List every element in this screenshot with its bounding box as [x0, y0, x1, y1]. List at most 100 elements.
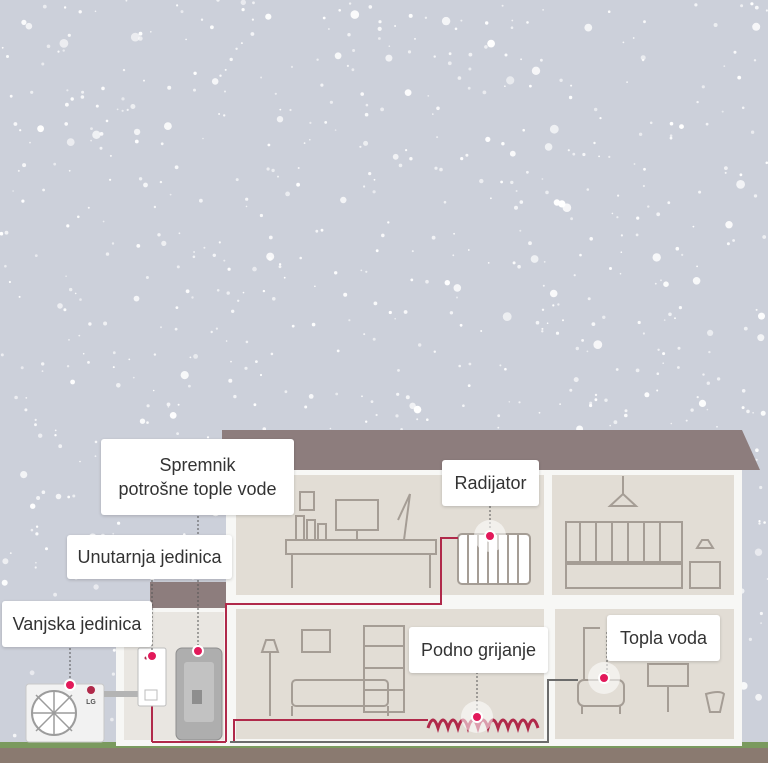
snowflake — [708, 350, 711, 354]
hotspot-indoor[interactable] — [146, 650, 158, 662]
snowflake — [540, 58, 543, 62]
snowflake — [216, 0, 220, 2]
snowflake — [25, 22, 33, 30]
snowflake — [35, 532, 39, 536]
snowflake — [467, 384, 471, 387]
snowflake — [70, 379, 75, 385]
snowflake — [176, 265, 180, 269]
snowflake — [30, 503, 36, 509]
snowflake — [112, 366, 115, 369]
snowflake — [223, 114, 226, 117]
snowflake — [609, 267, 612, 270]
snowflake — [656, 372, 660, 376]
label-hot-water[interactable]: Topla voda — [607, 615, 720, 661]
snowflake — [562, 319, 564, 322]
snowflake — [497, 414, 501, 418]
hotspot-hot-water[interactable] — [598, 672, 610, 684]
snowflake — [314, 285, 316, 288]
label-radiator[interactable]: Radijator — [442, 460, 539, 506]
label-outdoor-unit[interactable]: Vanjska jedinica — [2, 601, 152, 647]
snowflake — [409, 157, 413, 161]
snowflake — [277, 175, 279, 178]
snowflake — [378, 20, 382, 24]
hotspot-floor[interactable] — [471, 711, 483, 723]
snowflake — [138, 36, 143, 41]
snowflake — [215, 327, 218, 330]
snowflake — [696, 100, 699, 104]
snowflake — [268, 235, 273, 240]
snowflake — [240, 42, 243, 45]
snowflake — [538, 411, 541, 414]
snowflake — [377, 26, 382, 31]
snowflake — [388, 45, 391, 47]
snowflake — [425, 279, 429, 284]
snowflake — [657, 348, 660, 351]
snowflake — [299, 256, 303, 260]
snowflake — [253, 403, 257, 407]
snowflake — [363, 140, 369, 146]
snowflake — [586, 350, 589, 353]
snowflake — [216, 289, 220, 292]
snowflake — [519, 200, 524, 204]
snowflake — [112, 532, 115, 535]
hotspot-tank[interactable] — [192, 645, 204, 657]
snowflake — [42, 188, 45, 192]
snowflake — [468, 67, 472, 71]
snowflake — [211, 78, 219, 85]
snowflake — [8, 280, 11, 284]
snowflake — [320, 83, 324, 87]
snowflake — [741, 106, 745, 110]
snowflake — [617, 194, 620, 197]
snowflake — [20, 471, 28, 479]
snowflake — [143, 79, 145, 82]
snowflake — [160, 142, 164, 146]
snowflake — [69, 287, 73, 292]
snowflake — [763, 521, 766, 524]
snowflake — [109, 154, 112, 157]
snowflake — [361, 395, 363, 398]
snowflake — [404, 89, 412, 96]
label-indoor-unit[interactable]: Unutarnja jedinica — [67, 535, 232, 579]
snowflake — [582, 152, 586, 157]
snowflake — [368, 172, 372, 176]
snowflake — [206, 436, 210, 439]
snowflake — [90, 127, 93, 130]
snowflake — [285, 191, 290, 197]
snowflake — [252, 1, 255, 5]
snowflake — [594, 107, 598, 112]
snowflake — [479, 178, 484, 184]
snowflake — [102, 220, 105, 223]
snowflake — [68, 339, 70, 341]
annex-roof — [150, 582, 230, 608]
snowflake — [230, 360, 232, 363]
snowflake — [35, 561, 37, 564]
snowflake — [409, 402, 416, 409]
snowflake — [511, 19, 514, 22]
label-hot-water-tank[interactable]: Spremnik potrošne tople vode — [101, 439, 294, 515]
snowflake — [67, 495, 71, 499]
hotspot-radiator[interactable] — [484, 530, 496, 542]
snowflake — [66, 138, 75, 147]
snowflake — [397, 369, 400, 372]
snowflake — [66, 224, 70, 228]
snowflake — [405, 149, 408, 152]
label-floor-heating[interactable]: Podno grijanje — [409, 627, 548, 673]
snowflake — [335, 392, 339, 396]
hotspot-outdoor[interactable] — [64, 679, 76, 691]
snowflake — [705, 122, 709, 126]
snowflake — [324, 121, 328, 124]
snowflake — [18, 295, 21, 298]
snowflake — [562, 203, 572, 212]
snowflake — [365, 270, 368, 273]
snowflake — [99, 146, 103, 150]
snowflake — [568, 95, 573, 100]
snowflake — [504, 53, 508, 57]
snowflake — [542, 284, 545, 287]
snowflake — [698, 190, 702, 194]
snowflake — [95, 104, 99, 108]
snowflake — [670, 422, 673, 425]
snowflake — [675, 246, 680, 251]
snowflake — [250, 32, 255, 36]
hotspots — [64, 520, 620, 733]
